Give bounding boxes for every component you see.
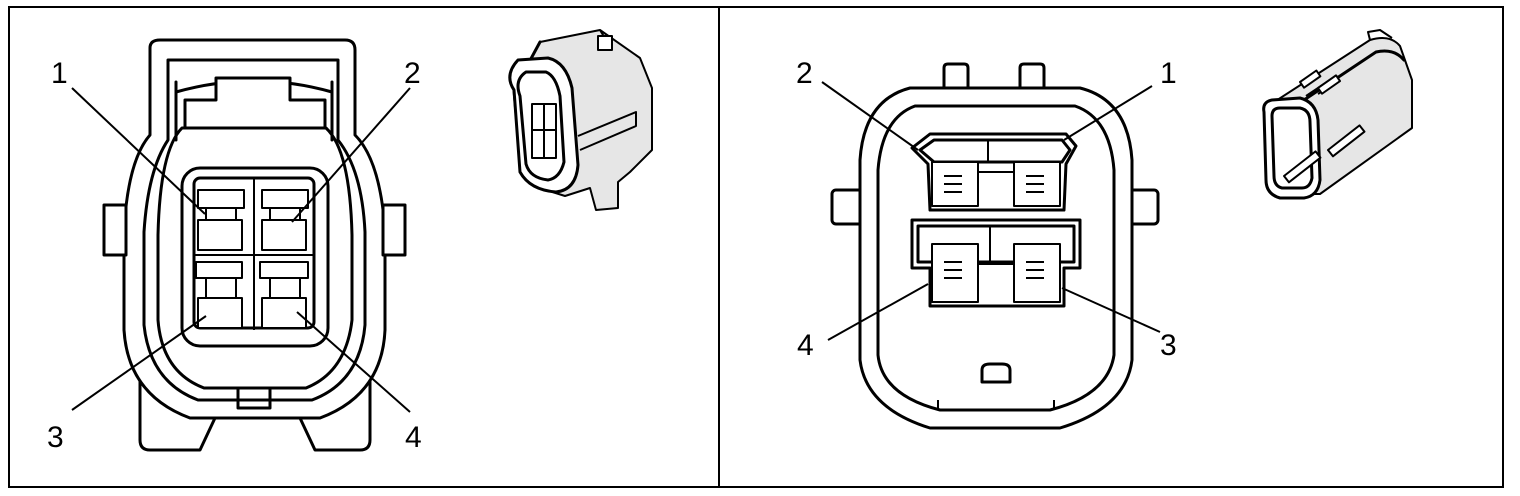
left-connector-iso <box>508 29 653 211</box>
right-pin-label-1: 1 <box>1160 57 1177 90</box>
right-connector-face <box>830 62 1160 430</box>
left-pin-label-2: 2 <box>404 57 421 90</box>
right-pin-label-3: 3 <box>1160 329 1177 362</box>
right-pin-label-2: 2 <box>796 57 813 90</box>
right-leader-lines <box>821 81 1161 341</box>
left-pin-label-4: 4 <box>405 421 422 454</box>
right-pin-label-4: 4 <box>797 329 814 362</box>
left-pin-label-1: 1 <box>51 57 68 90</box>
figure-frame <box>8 6 1504 488</box>
left-connector-face <box>102 38 407 452</box>
panel-divider <box>718 6 720 488</box>
left-leader-lines <box>71 87 411 413</box>
right-connector-iso <box>1262 29 1413 200</box>
left-pin-label-3: 3 <box>47 421 64 454</box>
